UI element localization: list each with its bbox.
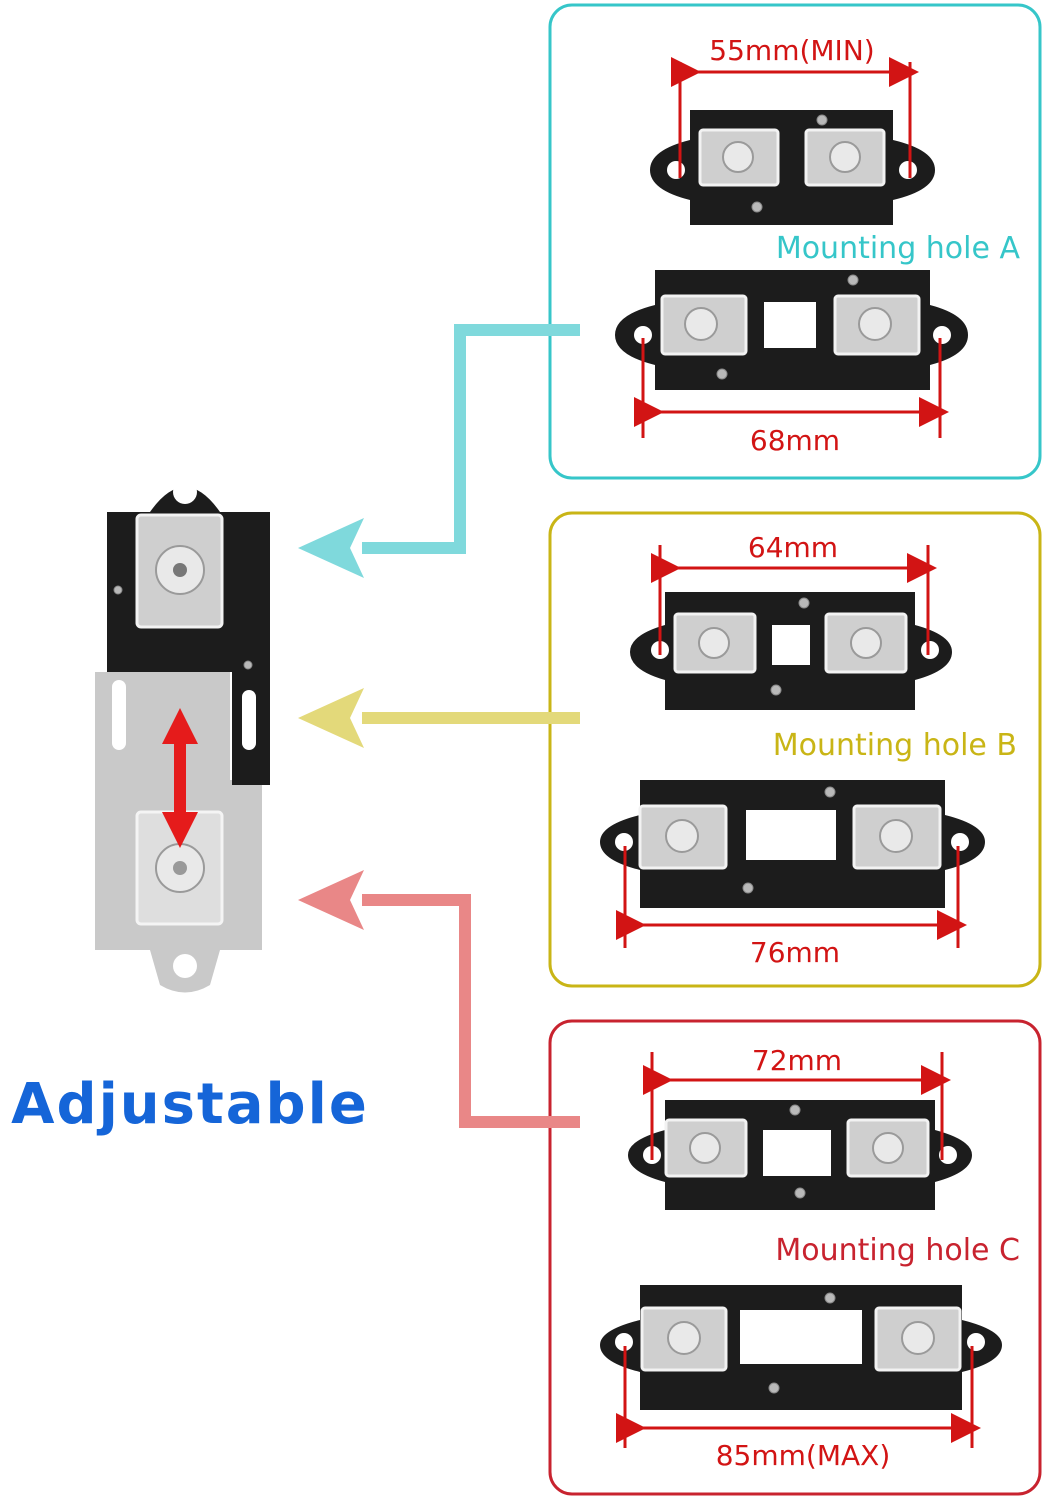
- bracket-a-min: [650, 110, 935, 225]
- bracket-a-wide: [615, 270, 968, 390]
- bracket-c-narrow: [628, 1100, 972, 1210]
- group-a-box: [548, 3, 1042, 480]
- mounting-hole-a-label: Mounting hole A: [776, 231, 1021, 266]
- group-c-box: [548, 1019, 1042, 1496]
- dimension-c-bottom: 85mm(MAX): [716, 1439, 891, 1472]
- dimension-a-bottom: 68mm: [750, 424, 840, 457]
- group-b-box: [548, 511, 1042, 988]
- adjustable-caption: Adjustable: [11, 1072, 369, 1137]
- dimension-c-top: 72mm: [752, 1044, 842, 1077]
- dimension-b-top: 64mm: [748, 531, 838, 564]
- connector-a: [298, 324, 580, 578]
- mounting-hole-c-label: Mounting hole C: [775, 1233, 1020, 1268]
- bracket-b-wide: [600, 780, 985, 908]
- dimension-a-top: 55mm(MIN): [709, 34, 874, 67]
- bracket-b-narrow: [630, 592, 952, 710]
- mounting-hole-b-label: Mounting hole B: [773, 728, 1017, 763]
- bracket-c-wide: [600, 1285, 1002, 1410]
- dimension-lines: [616, 57, 981, 1448]
- dimension-b-bottom: 76mm: [750, 936, 840, 969]
- connector-c: [298, 870, 580, 1128]
- connector-b: [298, 688, 580, 748]
- vertical-bracket: [95, 480, 270, 993]
